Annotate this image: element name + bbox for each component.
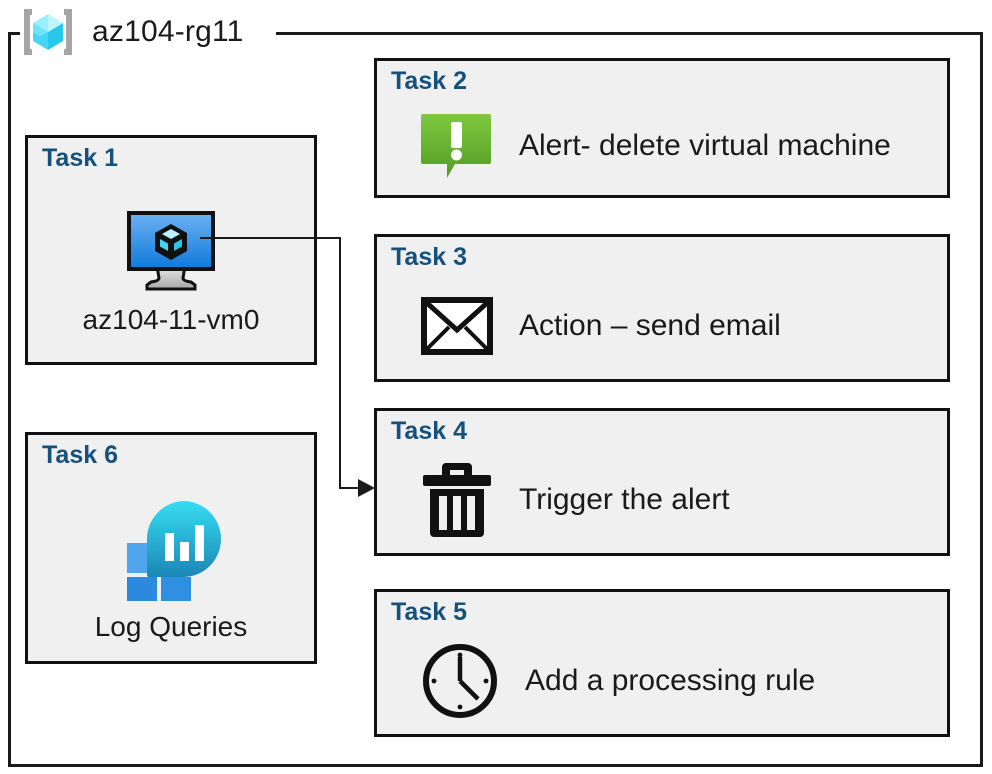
clock-icon	[423, 644, 497, 718]
task-caption: Action – send email	[519, 309, 781, 342]
task-card-task-2[interactable]: Task 2 Alert- delete virtual machine	[374, 58, 950, 198]
task-caption: az104-11-vm0	[82, 304, 260, 335]
resource-group-border-bottom	[8, 764, 983, 767]
log-analytics-icon	[127, 501, 221, 601]
task-caption: Alert- delete virtual machine	[519, 129, 891, 162]
envelope-icon	[421, 297, 493, 355]
task-card-task-4[interactable]: Task 4 Trigger the alert	[374, 408, 950, 556]
task-content: Alert- delete virtual machine	[421, 101, 937, 191]
resource-group-border-top-right	[276, 32, 983, 35]
task-label: Task 1	[42, 144, 118, 172]
task-content: Log Queries	[28, 479, 314, 661]
connector-segment-horizontal-bottom	[339, 487, 361, 489]
task-label: Task 2	[391, 67, 467, 95]
task-content: Trigger the alert	[421, 451, 937, 549]
arrowhead-right-icon	[358, 479, 375, 497]
resource-group-border-right	[980, 32, 983, 767]
task-label: Task 5	[391, 598, 467, 626]
task-label: Task 3	[391, 243, 467, 271]
task-content: az104-11-vm0	[28, 182, 314, 362]
resource-group-border-top-left	[8, 32, 20, 35]
virtual-machine-icon	[127, 211, 215, 291]
task-content: Add a processing rule	[421, 632, 937, 730]
azure-resource-group-icon	[24, 9, 72, 55]
task-caption: Log Queries	[94, 611, 248, 642]
task-caption: Trigger the alert	[519, 483, 730, 516]
resource-group-title: az104-rg11	[92, 15, 244, 48]
resource-group-header: az104-rg11	[18, 4, 244, 60]
task-card-task-1[interactable]: Task 1	[25, 135, 317, 365]
alert-callout-icon	[421, 114, 491, 178]
resource-group-border-left	[8, 32, 11, 767]
connector-segment-horizontal-top	[200, 237, 341, 239]
connector-segment-vertical	[339, 237, 341, 488]
task-label: Task 6	[42, 441, 118, 469]
task-card-task-3[interactable]: Task 3 Action – send email	[374, 234, 950, 382]
trash-icon	[423, 463, 491, 537]
task-card-task-5[interactable]: Task 5 Add a processing rule	[374, 589, 950, 737]
task-content: Action – send email	[421, 277, 937, 375]
task-card-task-6[interactable]: Task 6 Log Queries	[25, 432, 317, 664]
task-caption: Add a processing rule	[525, 664, 816, 697]
task-label: Task 4	[391, 417, 467, 445]
